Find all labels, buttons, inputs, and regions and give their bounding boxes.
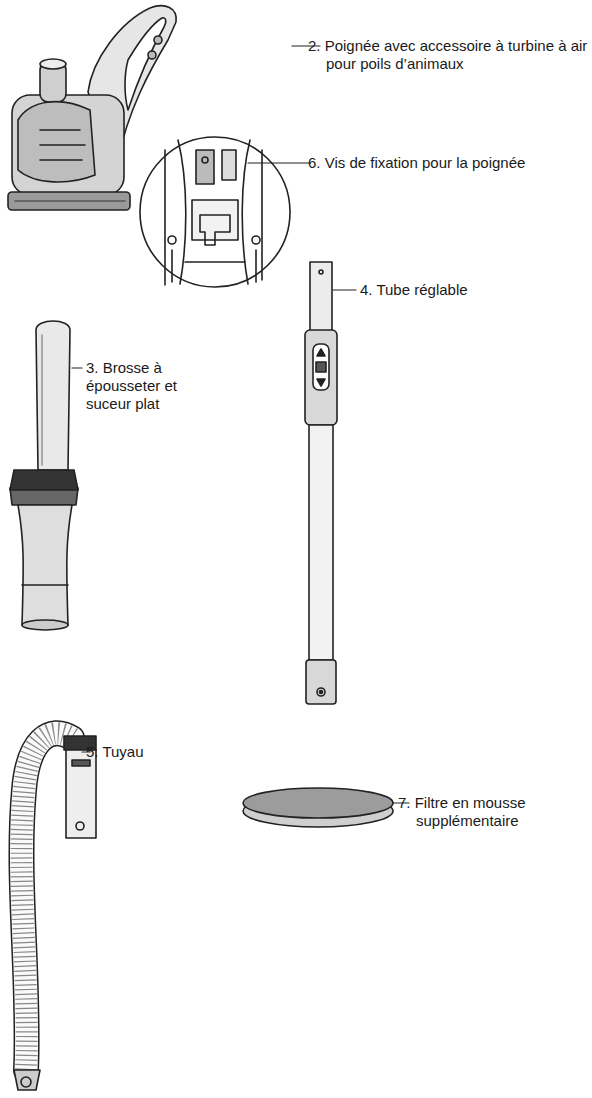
part-label: 2. Poignée avec accessoire à turbine à a… bbox=[308, 37, 588, 73]
part-label: 5. Tuyau bbox=[86, 743, 236, 761]
part-label: 4. Tube réglable bbox=[360, 281, 560, 299]
part-label: 3. Brosse à épousseter et suceur plat bbox=[86, 359, 216, 413]
screw-detail bbox=[140, 137, 290, 287]
part-label: 7. Filtre en mousse supplémentaire bbox=[398, 794, 588, 830]
adjustable-tube bbox=[305, 262, 337, 704]
crevice-brush bbox=[10, 321, 78, 630]
foam-filter bbox=[243, 788, 393, 827]
part-label: 6. Vis de fixation pour la poignée bbox=[308, 154, 588, 172]
hose bbox=[14, 733, 96, 1090]
